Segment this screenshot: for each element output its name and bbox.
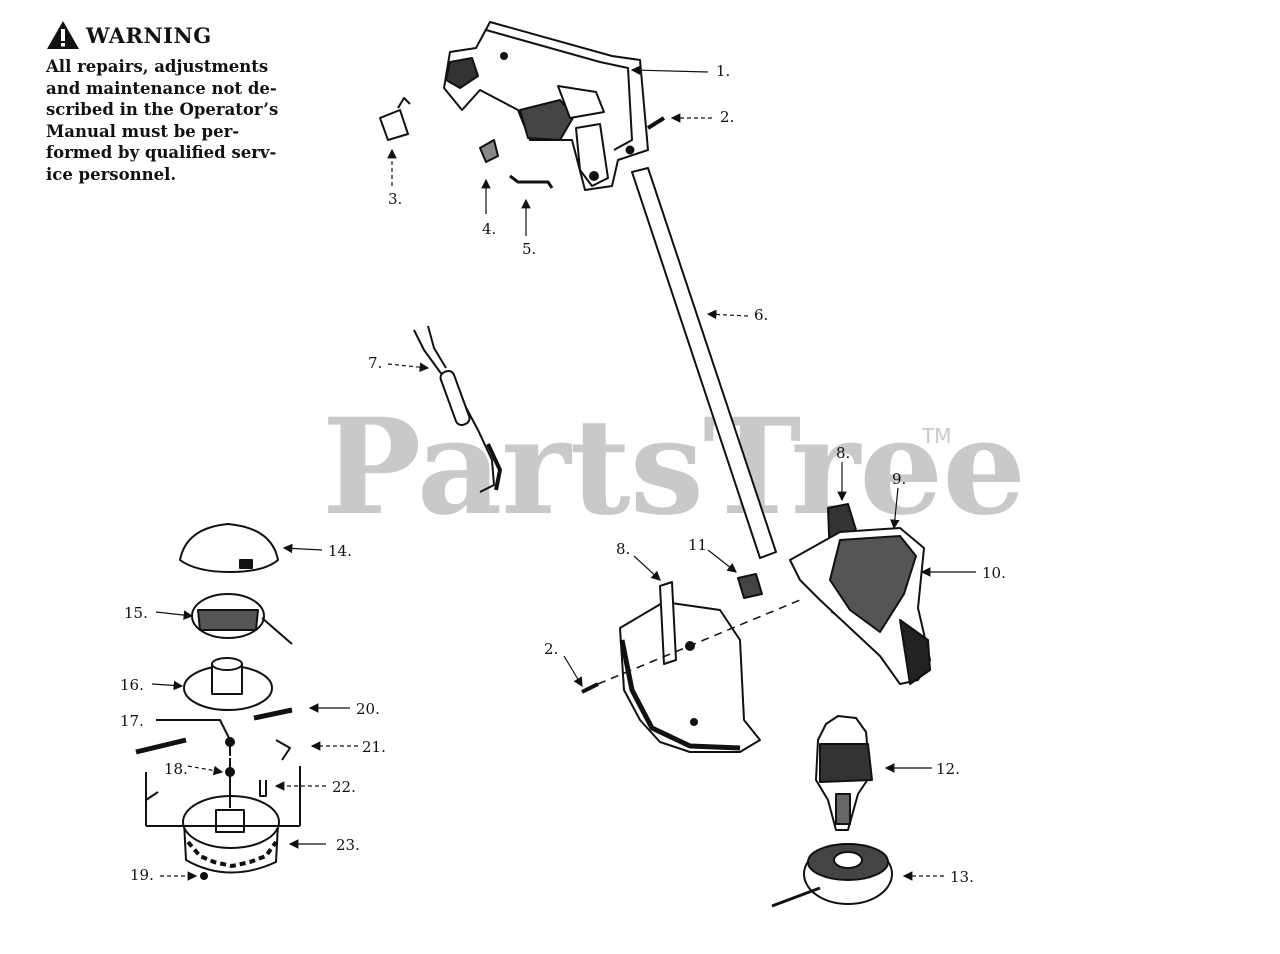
label-part-13: 13.	[950, 868, 974, 886]
label-part-14: 14.	[328, 542, 352, 560]
label-part-19: 19.	[130, 866, 154, 884]
part-4-switch	[479, 139, 499, 163]
trademark-mark: TM	[922, 424, 952, 448]
part-19-nut	[200, 872, 208, 880]
label-part-4: 4.	[482, 220, 496, 238]
label-part-2-lower: 2.	[544, 640, 558, 658]
partstree-watermark: PartsTree	[322, 390, 1026, 545]
part-20-pin	[253, 707, 293, 721]
part-11-block	[737, 573, 763, 599]
part-2-screw-lower	[581, 682, 599, 694]
part-21-spring	[275, 739, 291, 761]
part-14-cap	[179, 523, 279, 573]
warning-triangle-icon	[47, 21, 79, 49]
label-part-1: 1.	[716, 62, 730, 80]
leader-lines	[151, 65, 976, 881]
part-1-handle	[443, 21, 649, 191]
part-7-cord	[413, 325, 502, 493]
label-part-17: 17.	[120, 712, 144, 730]
label-part-18: 18.	[164, 760, 188, 778]
label-part-8-left: 8.	[616, 540, 630, 558]
warning-line: and maintenance not de-	[46, 78, 277, 98]
label-part-7: 7.	[368, 354, 382, 372]
label-part-22: 22.	[332, 778, 356, 796]
warning-header: WARNING	[46, 20, 304, 50]
label-part-16: 16.	[120, 676, 144, 694]
label-part-12: 12.	[936, 760, 960, 778]
label-part-15: 15.	[124, 604, 148, 622]
part-13-spool	[771, 843, 893, 908]
part-2-screw	[646, 116, 666, 130]
part-15-spool	[191, 593, 293, 645]
label-part-9: 9.	[892, 470, 906, 488]
label-part-2: 2.	[720, 108, 734, 126]
label-part-8-right: 8.	[836, 444, 850, 462]
part-16-hub	[183, 657, 273, 711]
warning-line: scribed in the Operator’s	[46, 100, 279, 119]
part-12-motor	[815, 715, 873, 831]
label-part-3: 3.	[388, 190, 402, 208]
part-labels: 1. 2. 3. 4. 5. 6. 7. 8. 9. 10. 11 2. 8. …	[120, 62, 1006, 886]
part-5-rod	[509, 174, 554, 189]
warning-line: Manual must be per-	[46, 121, 240, 141]
label-part-11: 11	[688, 536, 707, 554]
assembly-line	[597, 599, 801, 685]
part-10-housing	[789, 527, 931, 685]
warning-text: All repairs, adjustments and maintenance…	[46, 56, 304, 185]
label-part-20: 20.	[356, 700, 380, 718]
warning-line: ice personnel.	[46, 164, 177, 184]
label-part-21: 21.	[362, 738, 386, 756]
label-part-5: 5.	[522, 240, 536, 258]
warning-line: All repairs, adjustments	[46, 57, 269, 76]
label-part-23: 23.	[336, 836, 360, 854]
label-part-10: 10.	[982, 564, 1006, 582]
part-3-clip	[379, 97, 411, 141]
warning-box: WARNING All repairs, adjustments and mai…	[46, 20, 304, 185]
part-23-head-base	[145, 719, 301, 874]
warning-title: WARNING	[86, 22, 212, 48]
part-8-housing-left	[619, 581, 761, 753]
label-part-6: 6.	[754, 306, 768, 324]
part-17-screw	[225, 737, 235, 756]
part-22-clip	[259, 780, 267, 797]
part-6-shaft	[631, 167, 777, 559]
warning-line: formed by qualified serv-	[46, 143, 277, 162]
